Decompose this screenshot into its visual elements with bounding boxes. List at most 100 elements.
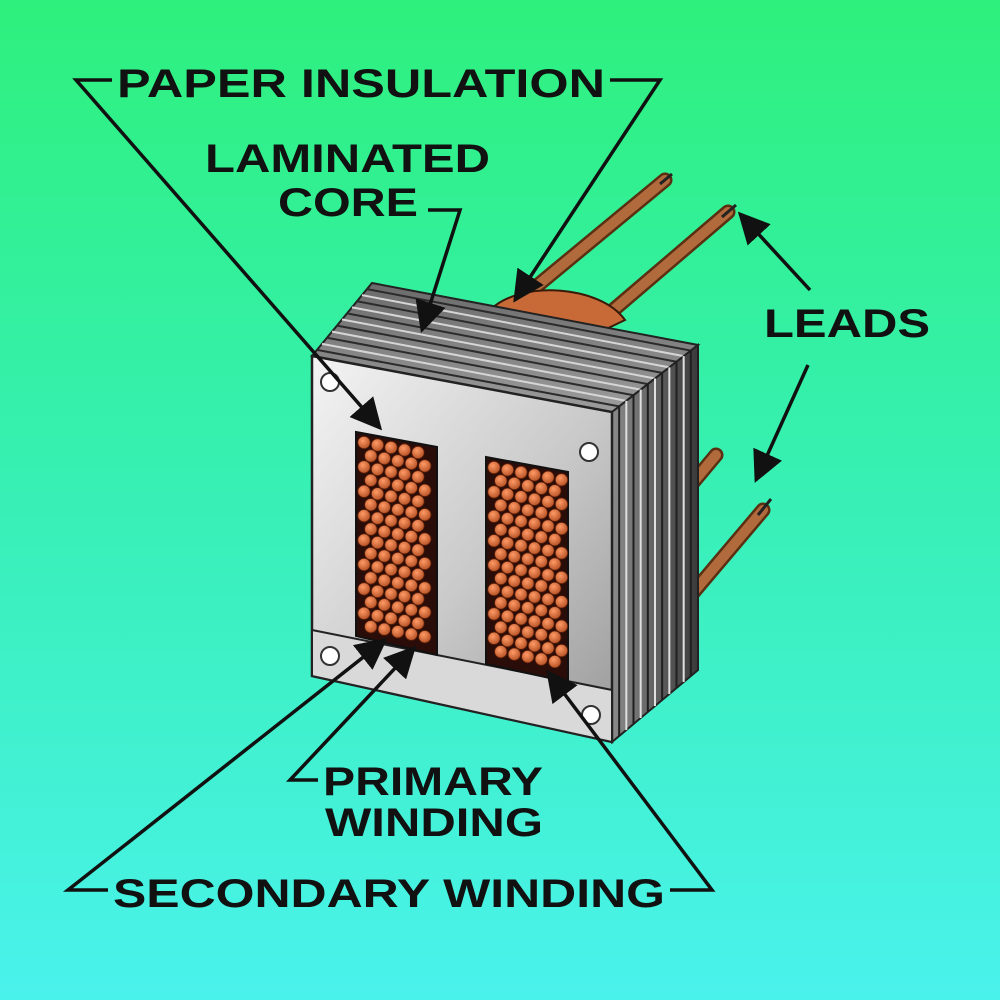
wire-cross-section xyxy=(418,581,432,595)
wire-cross-section xyxy=(500,634,515,648)
wire-cross-section xyxy=(514,563,528,577)
wire-cross-section xyxy=(404,456,418,470)
labels: PAPER INSULATION LAMINATED CORE LEADS PR… xyxy=(113,62,930,916)
wire-cross-section xyxy=(370,438,385,452)
wire-cross-section xyxy=(527,639,542,653)
wire-cross-section xyxy=(527,517,542,531)
wire-cross-section xyxy=(377,476,391,490)
leader-primary-winding xyxy=(285,645,417,782)
wire-cross-section xyxy=(391,600,405,614)
wire-cross-section xyxy=(357,557,371,572)
wire-cross-section xyxy=(404,481,418,495)
core-side-face xyxy=(611,342,699,745)
wire-cross-section xyxy=(357,435,371,450)
wire-cross-section xyxy=(411,519,425,533)
leader-secondary-winding-right xyxy=(546,669,716,892)
wire-cross-section xyxy=(418,508,432,522)
wire-cross-section xyxy=(411,616,425,630)
wire-cross-section xyxy=(370,462,385,476)
wire-cross-section xyxy=(521,503,535,517)
wire-cross-section xyxy=(554,521,569,536)
lamination-line xyxy=(331,330,641,391)
wire-cross-section xyxy=(384,440,398,455)
wire-cross-section xyxy=(397,614,412,628)
wire-cross-section xyxy=(411,470,425,484)
wire-cross-section xyxy=(494,596,508,610)
wire-cross-section xyxy=(541,495,555,509)
core-top-laminations xyxy=(316,288,692,408)
label-laminated-core-line2: CORE xyxy=(278,181,418,225)
wire-cross-section xyxy=(384,562,398,577)
label-leads: LEADS xyxy=(764,302,930,346)
wire-cross-section xyxy=(357,582,371,596)
leader-paper-insulation-left xyxy=(72,78,383,431)
wire-cross-section xyxy=(554,570,569,585)
wire-cross-section xyxy=(357,606,371,620)
wire-cross-section xyxy=(418,605,432,619)
wire-cross-section xyxy=(370,609,385,623)
wire-cross-section xyxy=(418,459,432,473)
wire-cross-section xyxy=(527,565,542,580)
lamination-line xyxy=(326,336,634,397)
wire-cross-section xyxy=(411,543,425,557)
wire-cross-section xyxy=(397,467,412,481)
wire-cross-section xyxy=(494,547,508,561)
wire-cross-section xyxy=(521,479,535,493)
wire-cross-section xyxy=(548,581,562,596)
wire-cross-section xyxy=(391,625,405,639)
wire-cross-section xyxy=(411,592,425,606)
wire-cross-section xyxy=(391,576,405,590)
wire-cross-section xyxy=(404,578,418,593)
wire-cross-section xyxy=(370,560,385,574)
wire-cross-section xyxy=(534,554,548,569)
wire-cross-section xyxy=(521,601,535,615)
leader-secondary-winding-left xyxy=(62,638,388,892)
wire-cross-section xyxy=(397,492,412,506)
lamination-line xyxy=(316,348,620,408)
wire-cross-section xyxy=(397,516,412,530)
wire-cross-section xyxy=(391,503,405,517)
wire-cross-section xyxy=(507,623,521,637)
wire-cross-section xyxy=(554,619,569,633)
wire-cross-section xyxy=(364,620,378,634)
wire-cross-section xyxy=(500,536,515,550)
leader-leads-down xyxy=(753,364,810,483)
wire-cross-section xyxy=(370,487,385,501)
wire-cross-section xyxy=(541,617,555,631)
wire-cross-section xyxy=(370,584,385,599)
wire-cross-section xyxy=(384,538,398,552)
wire-cross-section xyxy=(527,468,542,482)
wire-cross-section xyxy=(404,554,418,568)
wire-cross-section xyxy=(554,473,569,487)
wire-cross-section xyxy=(554,546,569,560)
bolt-hole xyxy=(579,442,599,462)
wire-cross-section xyxy=(548,606,562,620)
wire-cross-section xyxy=(370,535,385,550)
wire-cross-section xyxy=(514,587,528,602)
wire-cross-section xyxy=(507,574,521,588)
wire-cross-section xyxy=(548,630,562,644)
wire-cross-section xyxy=(548,557,562,571)
wire-cross-section xyxy=(377,622,391,636)
wire-cross-section xyxy=(534,530,548,544)
lamination-line xyxy=(351,306,670,369)
wire-cross-section xyxy=(357,533,371,547)
wire-cross-section xyxy=(377,524,391,539)
wire-cross-section xyxy=(534,603,548,617)
label-primary-winding-line1: PRIMARY xyxy=(323,760,543,804)
wire-cross-section xyxy=(377,500,391,514)
wire-cross-section xyxy=(541,592,555,606)
primary-winding-window xyxy=(355,430,438,657)
core-side-laminations xyxy=(618,350,692,736)
wire-cross-section xyxy=(507,549,521,564)
wire-cross-section xyxy=(418,630,432,644)
wire-cross-section xyxy=(534,628,548,642)
wire-cross-section xyxy=(514,465,528,479)
wire-cross-section xyxy=(521,552,535,566)
core-top-face xyxy=(310,281,701,414)
wire-cross-section xyxy=(500,512,515,526)
wire-cross-section xyxy=(487,534,501,548)
label-primary-winding-line2: WINDING xyxy=(325,801,543,845)
